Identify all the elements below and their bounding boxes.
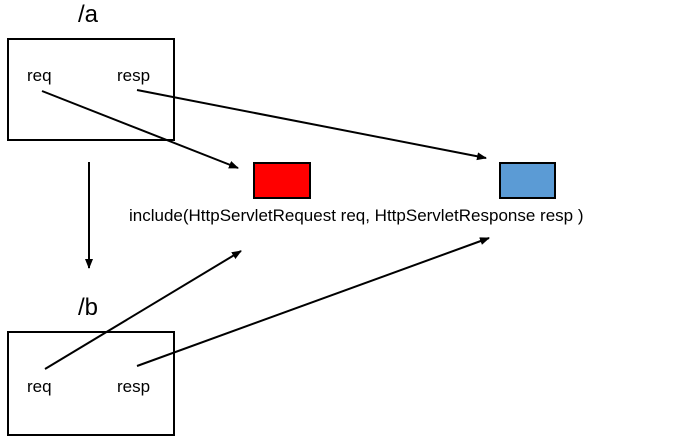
include-method-signature: include(HttpServletRequest req, HttpServ… (129, 206, 584, 225)
servlet-a-req-label: req (27, 66, 52, 85)
servlet-a-resp-label: resp (117, 66, 151, 85)
servlet-a-box: req resp (7, 38, 175, 141)
request-object-swatch (253, 162, 311, 199)
arrow-a-req-to-request (41, 90, 239, 169)
arrow-b-req-to-request (44, 250, 242, 370)
servlet-b-resp-label: resp (117, 377, 151, 396)
servlet-b-req-label: req (27, 377, 52, 396)
arrow-b-resp-to-response (136, 237, 490, 367)
servlet-a-path-label: /a (78, 1, 99, 28)
servlet-b-path-label: /b (78, 294, 99, 321)
arrow-a-resp-to-response (136, 89, 487, 161)
servlet-b-box: req resp (7, 331, 175, 436)
response-object-swatch (499, 162, 556, 199)
